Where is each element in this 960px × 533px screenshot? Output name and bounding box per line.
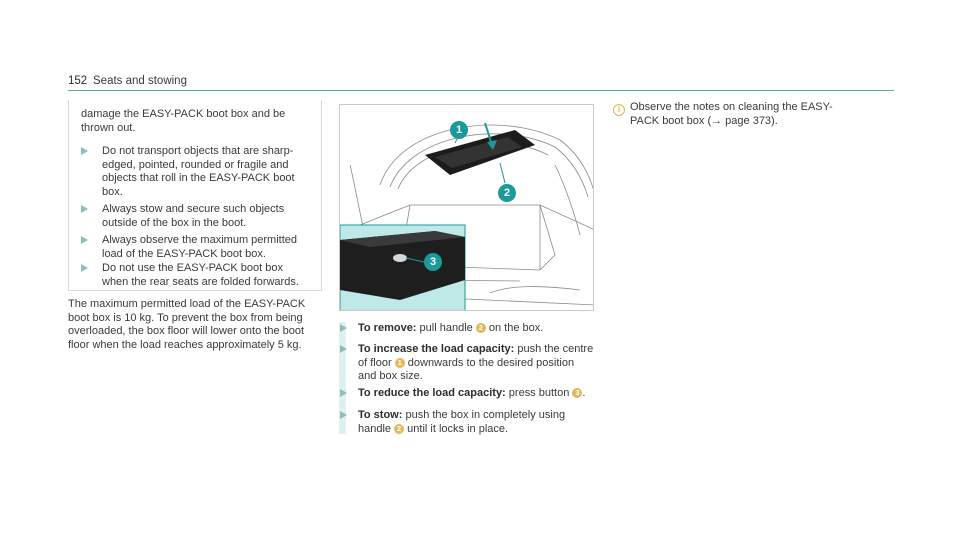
action-label: To reduce the load capacity: [358, 387, 506, 399]
bullet-arrow-icon [340, 345, 347, 353]
bullet-text: Do not transport objects that are sharp-… [102, 145, 295, 198]
bullet-arrow-icon [81, 147, 88, 155]
note-text: Observe the notes on cleaning the EASY-P… [630, 101, 833, 127]
bullet-text: Always observe the maximum permitted loa… [102, 234, 298, 260]
list-item: Always stow and secure such objects outs… [81, 203, 311, 230]
action-text: downwards to the desired position and bo… [358, 356, 575, 383]
action-label: To remove: [358, 322, 417, 334]
list-item: Do not use the EASY-PACK boot box when t… [81, 262, 311, 289]
number-badge: 2 [394, 423, 405, 434]
action-text: . [582, 387, 586, 399]
bullet-text: Do not use the EASY-PACK boot box when t… [102, 262, 299, 288]
boot-box-illustration: 1 2 3 [339, 104, 594, 311]
action-text: push the box in completely using handle [358, 409, 566, 435]
bullet-arrow-icon [340, 389, 347, 397]
action-item: To increase the load capacity: push the … [358, 343, 594, 384]
callout-1: 1 [450, 121, 468, 139]
header-divider [68, 90, 894, 91]
list-item: Do not transport objects that are sharp-… [81, 145, 311, 199]
list-item: Always observe the maximum permitted loa… [81, 234, 311, 261]
action-label: To stow: [358, 409, 403, 421]
bullet-text: Always stow and secure such objects outs… [102, 203, 285, 229]
info-icon: i [613, 104, 625, 116]
bullet-arrow-icon [81, 264, 88, 272]
number-badge: 3 [572, 388, 583, 398]
action-label: To increase the load capacity: [358, 343, 515, 355]
section-title: Seats and stowing [93, 75, 187, 87]
action-item: To stow: push the box in completely usin… [358, 409, 594, 436]
action-text: pull handle [419, 322, 473, 334]
page-number: 152 [68, 75, 88, 87]
action-text: until it locks in place. [407, 422, 509, 435]
warning-intro: damage the EASY-PACK boot box and be thr… [81, 108, 286, 134]
number-badge: 1 [394, 357, 405, 368]
warning-box: damage the EASY-PACK boot box and be thr… [68, 100, 322, 291]
action-item: To reduce the load capacity: press butto… [358, 387, 594, 401]
callout-3: 3 [424, 253, 442, 271]
page-header: 152 Seats and stowing [68, 75, 894, 91]
action-text: push the centre of floor [358, 343, 594, 369]
action-text: press button [508, 387, 570, 399]
action-item: To remove: pull handle 2 on the box. [358, 322, 594, 336]
bullet-arrow-icon [340, 324, 347, 332]
car-boot-drawing [340, 122, 593, 310]
callout-2: 2 [498, 184, 516, 202]
number-badge: 2 [475, 323, 486, 333]
bullet-arrow-icon [340, 411, 347, 419]
action-text: on the box. [488, 322, 544, 334]
action-list-bar [339, 322, 346, 434]
bullet-arrow-icon [81, 236, 88, 244]
body-paragraph: The maximum permitted load of the EASY-P… [68, 298, 306, 351]
bullet-arrow-icon [81, 205, 88, 213]
